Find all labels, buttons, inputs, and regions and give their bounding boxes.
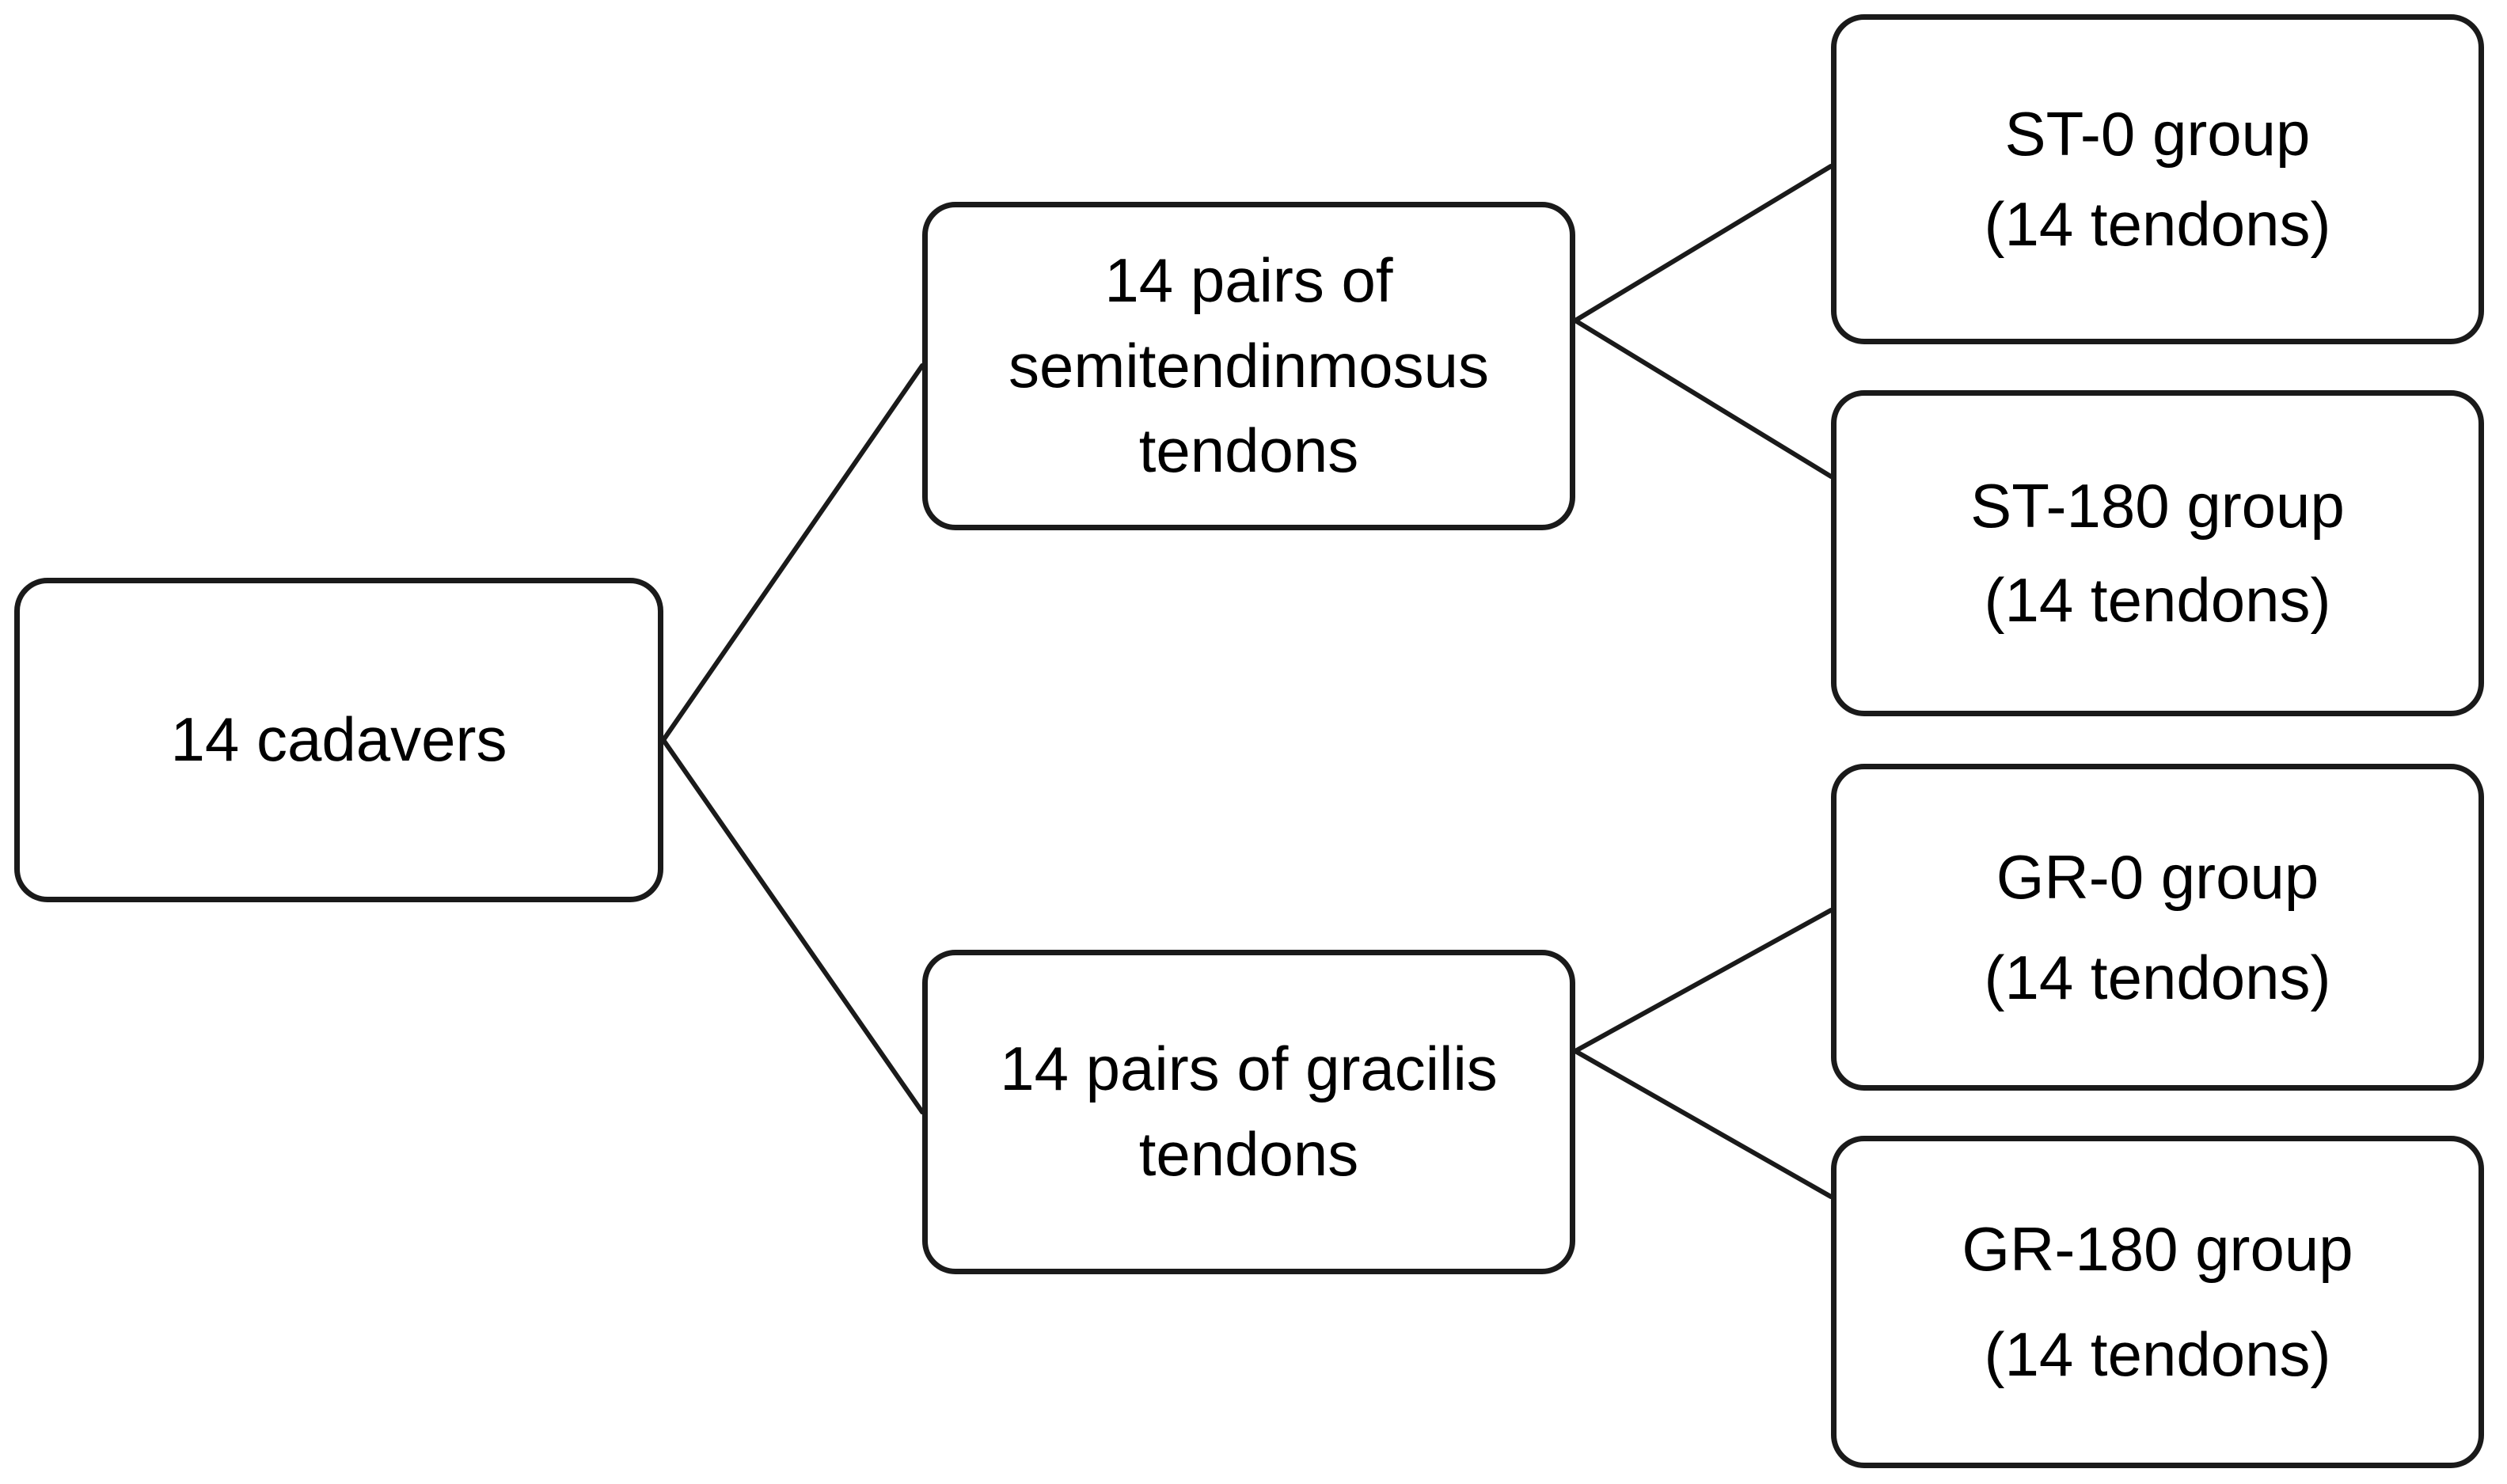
node-st-0-group[interactable]: ST-0 group (14 tendons) xyxy=(1831,14,2484,344)
edge-st-tendons-to-st-0 xyxy=(1573,164,1833,323)
node-st-0-group-label: ST-0 group (14 tendons) xyxy=(1984,99,2331,259)
node-gr-0-group-label: GR-0 group (14 tendons) xyxy=(1984,842,2331,1012)
node-gracilis-tendons-label: 14 pairs of gracilis tendons xyxy=(1000,1034,1498,1189)
node-cadavers-label: 14 cadavers xyxy=(170,704,507,775)
node-gracilis-tendons[interactable]: 14 pairs of gracilis tendons xyxy=(922,950,1575,1274)
node-semitendinmosus-tendons-label: 14 pairs of semitendinmosus tendons xyxy=(1008,245,1489,486)
node-gr-180-group-label: GR-180 group (14 tendons) xyxy=(1962,1214,2353,1389)
node-cadavers[interactable]: 14 cadavers xyxy=(14,578,663,902)
edge-gr-tendons-to-gr-0 xyxy=(1573,908,1833,1053)
node-semitendinmosus-tendons[interactable]: 14 pairs of semitendinmosus tendons xyxy=(922,202,1575,530)
edge-cadavers-to-st-tendons xyxy=(661,363,925,742)
node-st-180-group[interactable]: ST-180 group (14 tendons) xyxy=(1831,390,2484,716)
edge-gr-tendons-to-gr-180 xyxy=(1573,1049,1833,1199)
edge-st-tendons-to-st-180 xyxy=(1573,318,1833,479)
edge-cadavers-to-gr-tendons xyxy=(661,738,925,1114)
node-gr-180-group[interactable]: GR-180 group (14 tendons) xyxy=(1831,1136,2484,1468)
node-gr-0-group[interactable]: GR-0 group (14 tendons) xyxy=(1831,764,2484,1091)
node-st-180-group-label: ST-180 group (14 tendons) xyxy=(1970,471,2345,635)
